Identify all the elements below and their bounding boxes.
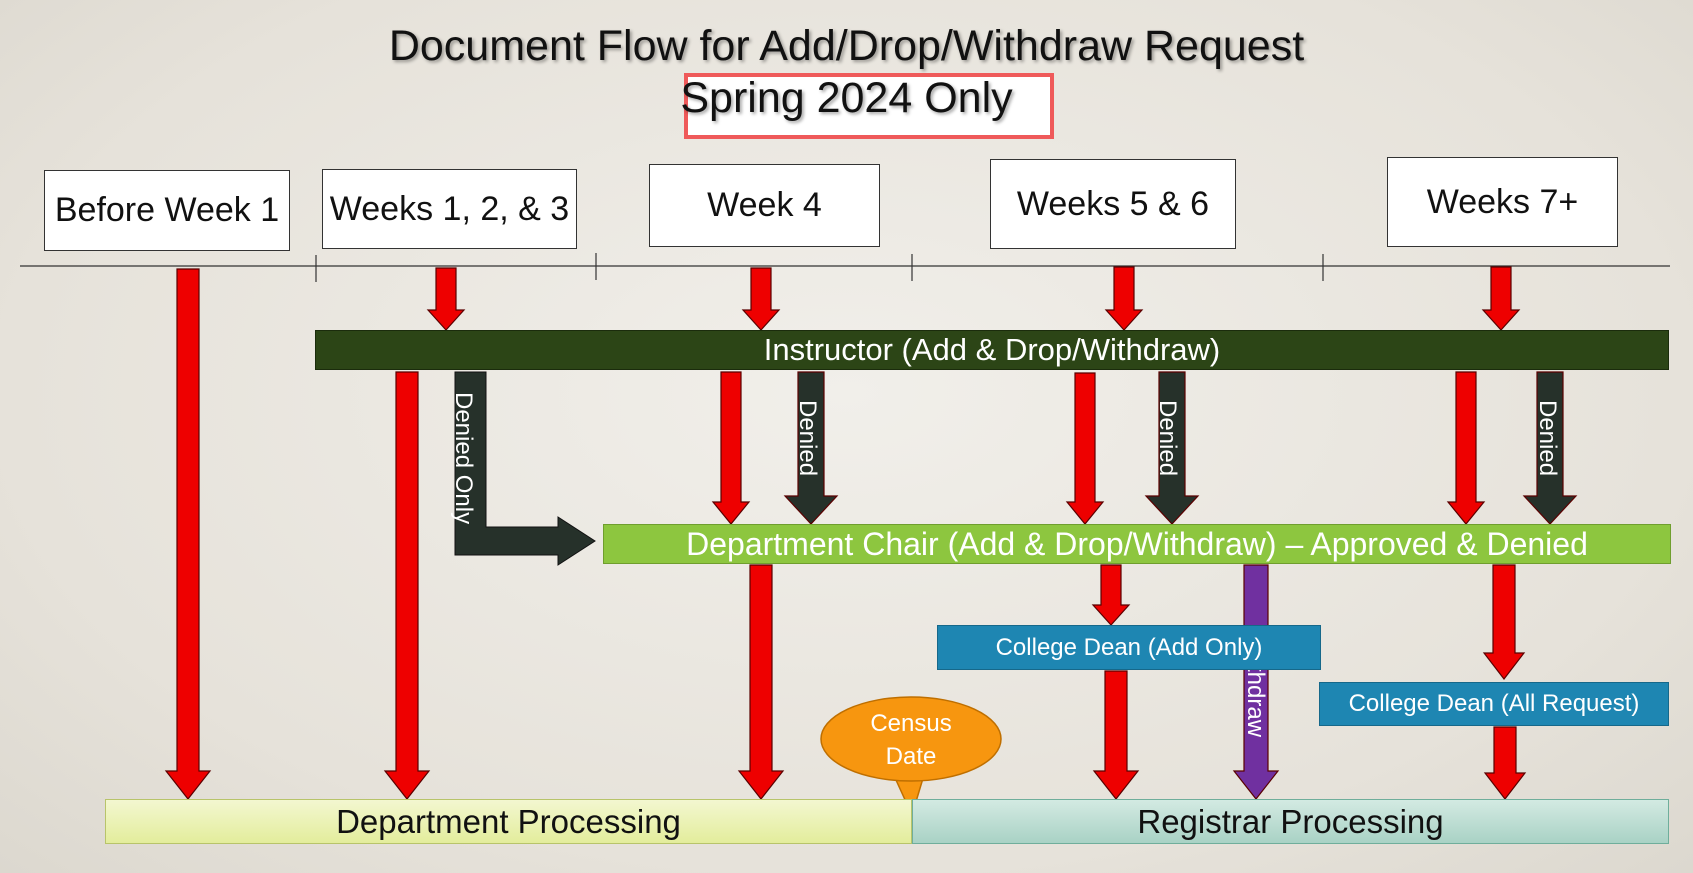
arrow-chair-to-dean-all	[1482, 564, 1526, 680]
arrow-dean-all-to-registrar	[1483, 726, 1527, 800]
arrow-week4-denied-to-chair	[783, 371, 839, 525]
arrow-week13-to-dept-processing	[383, 371, 431, 800]
arrow-week7-instructor-to-chair	[1446, 371, 1486, 525]
census-line1: Census	[870, 710, 951, 737]
arrow-week7-to-instructor	[1481, 266, 1521, 331]
census-date-callout: Census Date	[820, 696, 1002, 818]
registrar-processing-stage: Registrar Processing	[912, 799, 1669, 844]
denied-label-week4: Denied	[794, 400, 821, 476]
arrow-denied-only-to-chair	[454, 371, 596, 566]
college-dean-all-stage: College Dean (All Request)	[1319, 682, 1669, 726]
subtitle-highlight-box	[684, 73, 1054, 139]
week-1-3: Weeks 1, 2, & 3	[322, 169, 577, 249]
arrow-week4-instructor-to-chair	[711, 371, 751, 525]
census-line2: Date	[886, 743, 937, 770]
denied-label-week7: Denied	[1534, 400, 1561, 476]
denied-only-label: Denied Only	[450, 392, 477, 524]
week-7-plus: Weeks 7+	[1387, 157, 1618, 247]
arrow-chair-to-dept-processing	[737, 564, 785, 800]
arrow-week56-instructor-to-chair	[1065, 372, 1105, 525]
arrow-chair-to-dean-add	[1091, 564, 1131, 626]
diagram-subtitle: Spring 2024 Only	[680, 74, 1013, 122]
arrow-week7-denied-to-chair	[1522, 371, 1578, 525]
arrow-week56-denied-to-chair	[1144, 371, 1200, 525]
arrow-week13-to-instructor	[426, 267, 466, 331]
denied-label-week56: Denied	[1154, 400, 1181, 476]
department-processing-stage: Department Processing	[105, 799, 912, 844]
department-chair-stage: Department Chair (Add & Drop/Withdraw) –…	[603, 524, 1671, 564]
arrow-withdraw-to-registrar	[1232, 564, 1280, 800]
arrow-week56-to-instructor	[1104, 266, 1144, 331]
arrow-before-week1-to-dept-processing	[164, 268, 212, 800]
diagram-title: Document Flow for Add/Drop/Withdraw Requ…	[388, 22, 1305, 70]
week-4: Week 4	[649, 164, 880, 247]
arrow-dean-add-to-registrar	[1092, 670, 1140, 800]
week-5-6: Weeks 5 & 6	[990, 159, 1236, 249]
week-before-1: Before Week 1	[44, 170, 290, 251]
arrow-week4-to-instructor	[741, 267, 781, 331]
instructor-stage: Instructor (Add & Drop/Withdraw)	[315, 330, 1669, 370]
college-dean-add-stage: College Dean (Add Only)	[937, 625, 1321, 670]
